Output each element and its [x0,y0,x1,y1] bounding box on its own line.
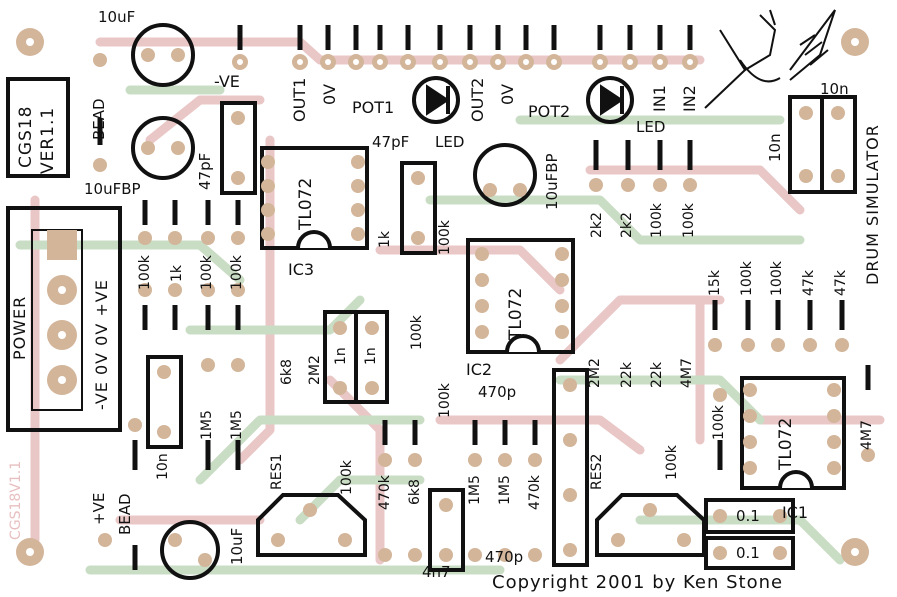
res-1m5-c-label: 1M5 [467,475,483,505]
res-row2-c: 100k [769,261,785,296]
mounting-holes [16,28,869,566]
cap-470p-a-label: 470p [478,383,517,401]
res1-label: RES1 [269,453,285,490]
res-row1-c: 100k [199,255,215,290]
res-4m7-b-label: 4M7 [859,420,875,450]
resistor-leads [97,118,871,570]
board-ghost-label: CGS18V1.1 [8,460,24,540]
res-6k8-label: 6k8 [279,359,295,385]
power-pins-label: -VE 0V 0V +VE [92,279,111,410]
bead-top-label: BEAD [90,98,108,140]
board-logo-box [6,77,70,178]
res-1m5-b-label: 1M5 [229,410,245,440]
res-1k-mid: 1k [377,230,393,248]
cap-1n-a-label: 1n [333,347,349,365]
cap-10uf-top-label: 10uF [98,8,136,26]
res-1m5-a-label: 1M5 [199,410,215,440]
res-row2-a: 15k [707,270,723,296]
res-1m5-d-label: 1M5 [497,475,513,505]
cap-47pf-mid-label: 47pF [372,133,410,151]
pin-label-0v-b: 0V [498,83,517,105]
pin-label-in2: IN2 [680,85,699,112]
cap-470p-b-label: 470p [485,548,524,566]
resistor-pads [93,53,875,562]
ic1-label: IC1 [782,503,809,522]
board-title: DRUM SIMULATOR [863,124,882,285]
res-row-right-c: 100k [649,203,665,238]
pin-label-out1: OUT1 [290,77,309,122]
res-6k8-b-label: 6k8 [407,479,423,505]
res-row-right-a: 2k2 [589,212,605,238]
cap-10ufbp-mid-label: 10uFBP [543,153,561,210]
ic3-label: IC3 [288,260,315,279]
cap-10ufbp-left-label: 10uFBP [84,180,141,198]
board-logo-line2: VER1.1 [38,106,58,174]
cap-10uf-bottom-label: 10uF [228,527,246,565]
res-470k-b-label: 470k [527,475,543,510]
copper-traces-bottom [15,85,845,575]
pin-label-neg-ve: -VE [214,72,240,91]
res-row-right-d: 100k [681,203,697,238]
res-row2-e: 47k [833,270,849,296]
res2-label: RES2 [589,453,605,490]
top-header-pins [232,25,698,70]
ic2-label: IC2 [466,360,493,379]
led1-label: LED [435,133,465,151]
res-row2-d: 47k [801,270,817,296]
bead-bottom-label: BEAD [116,493,134,535]
electrolytic-pads [141,48,527,567]
res-100k-b-label: 100k [409,315,425,350]
res-row2-b: 100k [739,261,755,296]
cap-01-a-label: 0.1 [736,507,760,525]
pin-label-0v-a: 0V [320,83,339,105]
led2-symbol [586,76,634,124]
drummer-sketch [704,9,836,109]
cap-10n-top-label: 10n [820,80,849,98]
ic2-socket [466,238,575,354]
cap-1n-b-label: 1n [363,347,379,365]
trimmer-res2 [595,493,706,557]
board-logo-line1: CGS18 [16,105,36,168]
res-100k-c-label: 100k [437,383,453,418]
box-capacitor-pads [157,106,845,562]
ic2-chip-label: TL072 [506,287,526,340]
ic3-chip-label: TL072 [296,177,316,230]
cap-10n-left-label: 10n [155,453,171,480]
led2-label: LED [636,118,666,136]
copyright-text: Copyright 2001 by Ken Stone [492,572,784,593]
pin-label-pot1: POT1 [352,98,395,117]
electrolytic-capacitors [131,23,537,580]
cap-4n7-label: 4n7 [422,563,451,581]
plus-ve-label: +VE [90,492,108,525]
power-connector [6,206,122,432]
cap-01-b-label: 0.1 [736,544,760,562]
led1-symbol [412,76,460,124]
ic1-socket [740,376,846,490]
res-100k-f-label: 100k [664,445,680,480]
cap-47pf-left-label: 47pF [196,152,214,190]
cap-10n-top2-label: 10n [766,133,784,162]
res-2m2-b-label: 2M2 [587,358,603,388]
res-470k-a-label: 470k [377,475,393,510]
res-100k-mid: 100k [437,220,453,255]
power-label: POWER [10,295,29,360]
res-22k-b-label: 22k [649,362,665,388]
box-capacitors [146,95,857,572]
trimmer-res1 [256,493,367,557]
res-row-right-b: 2k2 [619,212,635,238]
res-row1-d: 100k [229,255,245,290]
ic1-chip-label: TL072 [776,417,796,470]
res-row1-b: 1k [169,264,185,282]
res-2m2-label: 2M2 [307,355,323,385]
pin-label-in1: IN1 [650,85,669,112]
res-row1-a: 100k [137,255,153,290]
res-100k-e-label: 100k [339,460,355,495]
pin-label-pot2: POT2 [528,102,571,121]
res-22k-a-label: 22k [619,362,635,388]
pin-label-out2: OUT2 [468,77,487,122]
res-4m7-a-label: 4M7 [679,358,695,388]
res-100k-d-label: 100k [711,405,727,440]
ic3-socket [260,146,369,250]
